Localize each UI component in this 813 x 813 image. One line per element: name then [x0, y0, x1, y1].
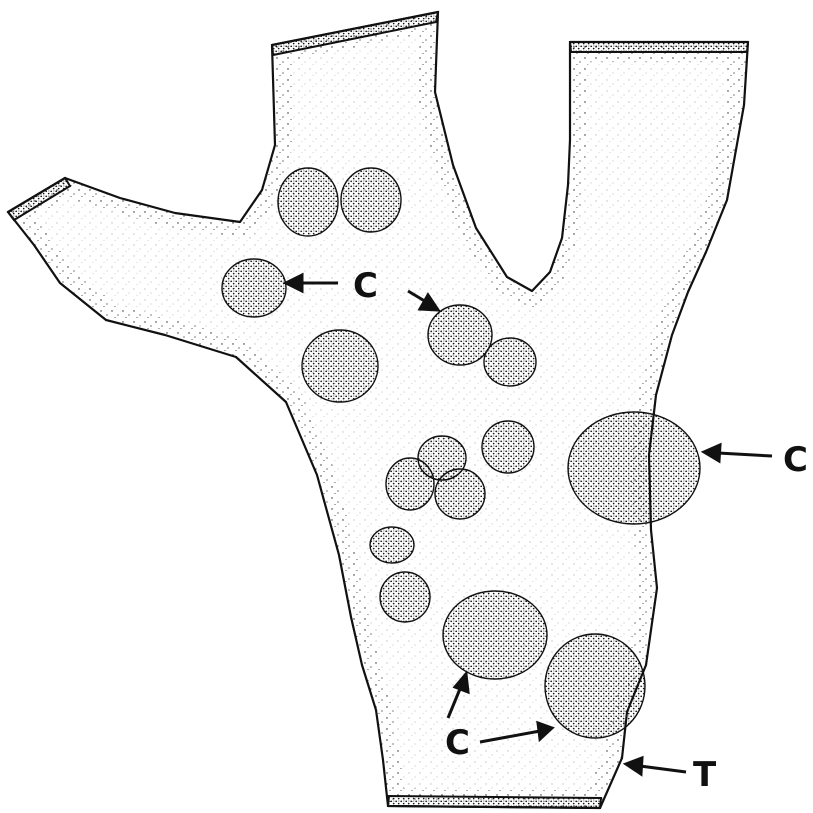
cell [302, 330, 378, 402]
cell [482, 421, 534, 473]
arrow-head [626, 758, 642, 774]
cell-large [545, 634, 645, 738]
cell [370, 527, 414, 563]
cell [278, 168, 338, 236]
cell [341, 168, 401, 232]
bottom-cut-end [388, 796, 601, 808]
cell-large [443, 591, 547, 679]
cell [380, 572, 430, 622]
cell [222, 259, 286, 317]
label-c-right: C [783, 440, 808, 480]
cell [386, 458, 434, 510]
cell [484, 338, 536, 386]
cell [435, 469, 485, 519]
cell [428, 305, 492, 365]
label-t: T [693, 755, 717, 795]
label-c-lower: C [445, 723, 470, 763]
top-right-cut-end [570, 42, 748, 52]
arrow-head [704, 445, 720, 461]
label-c-upper: C [353, 266, 378, 306]
cell-large [568, 412, 700, 524]
